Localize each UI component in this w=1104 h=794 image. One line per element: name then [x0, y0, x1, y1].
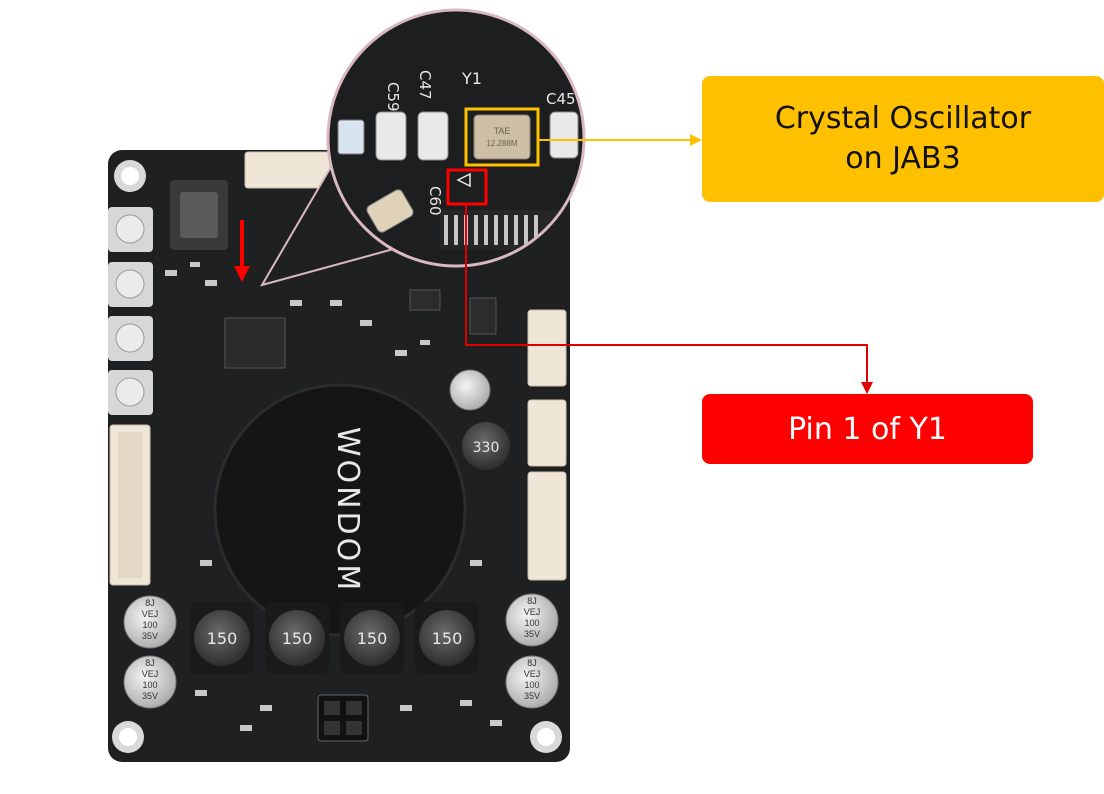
- pin1-callout: Pin 1 of Y1: [702, 394, 1033, 464]
- zoom-lens: TAE 12.288M C59 C47 Y1 C45 C60: [326, 8, 586, 268]
- svg-text:100: 100: [142, 680, 157, 690]
- svg-text:12.288M: 12.288M: [486, 139, 517, 148]
- crystal-highlight-box: [464, 107, 540, 167]
- smd-components: [165, 262, 502, 731]
- crystal-y1: [473, 114, 531, 160]
- capacitor: [449, 369, 491, 411]
- capacitor: 8J VEJ 100 35V: [505, 593, 559, 647]
- callout-label: Pin 1 of Y1: [788, 411, 947, 447]
- svg-text:8J: 8J: [145, 598, 155, 608]
- label-c47: C47: [416, 70, 434, 100]
- svg-text:VEJ: VEJ: [142, 609, 159, 619]
- small-inductor: [462, 422, 510, 470]
- callout-line: Crystal Oscillator: [774, 101, 1032, 136]
- capacitors: 8J VEJ 100 35V 8J VEJ 100 35V 8J VEJ 100…: [123, 369, 559, 709]
- svg-text:VEJ: VEJ: [524, 669, 541, 679]
- brand-logo: WONDOM: [330, 427, 365, 593]
- svg-text:35V: 35V: [142, 691, 158, 701]
- svg-text:VEJ: VEJ: [142, 669, 159, 679]
- svg-text:35V: 35V: [524, 629, 540, 639]
- svg-text:100: 100: [524, 618, 539, 628]
- right-connector: [527, 399, 567, 467]
- inductor-label: 150: [282, 629, 313, 648]
- svg-text:100: 100: [142, 620, 157, 630]
- label-c45: C45: [546, 90, 576, 108]
- crystal-leader-line: [538, 134, 702, 146]
- label-c59: C59: [384, 82, 402, 112]
- inductor-label: 150: [432, 629, 463, 648]
- mounting-holes: [112, 160, 562, 753]
- callout-line: on JAB3: [845, 141, 961, 176]
- crystal-oscillator-callout: Crystal Oscillator on JAB3: [702, 76, 1104, 202]
- small-inductor-label: 330: [473, 440, 500, 456]
- capacitor: 8J VEJ 100 35V: [123, 655, 177, 709]
- svg-text:TAE: TAE: [494, 126, 511, 136]
- capacitor: 8J VEJ 100 35V: [123, 595, 177, 649]
- capacitor: 8J VEJ 100 35V: [505, 655, 559, 709]
- potentiometers: [108, 207, 153, 415]
- label-y1: Y1: [461, 69, 482, 88]
- svg-text:35V: 35V: [142, 631, 158, 641]
- speaker-disc: [215, 385, 465, 635]
- svg-text:8J: 8J: [145, 658, 155, 668]
- down-arrow-icon: [234, 220, 250, 282]
- svg-text:35V: 35V: [524, 691, 540, 701]
- svg-text:100: 100: [524, 680, 539, 690]
- connectors: [109, 151, 567, 742]
- right-connector: [527, 471, 567, 581]
- svg-text:8J: 8J: [527, 596, 537, 606]
- pin1-leader-line: [465, 204, 873, 394]
- inductor-label: 150: [207, 629, 238, 648]
- label-c60: C60: [426, 186, 444, 216]
- svg-text:VEJ: VEJ: [524, 607, 541, 617]
- top-connector: [244, 151, 331, 189]
- dsp-chip: [224, 317, 286, 369]
- svg-text:8J: 8J: [527, 658, 537, 668]
- inductor-label: 150: [357, 629, 388, 648]
- right-connector: [527, 309, 567, 387]
- inductors: 150 150 150 150: [190, 602, 479, 674]
